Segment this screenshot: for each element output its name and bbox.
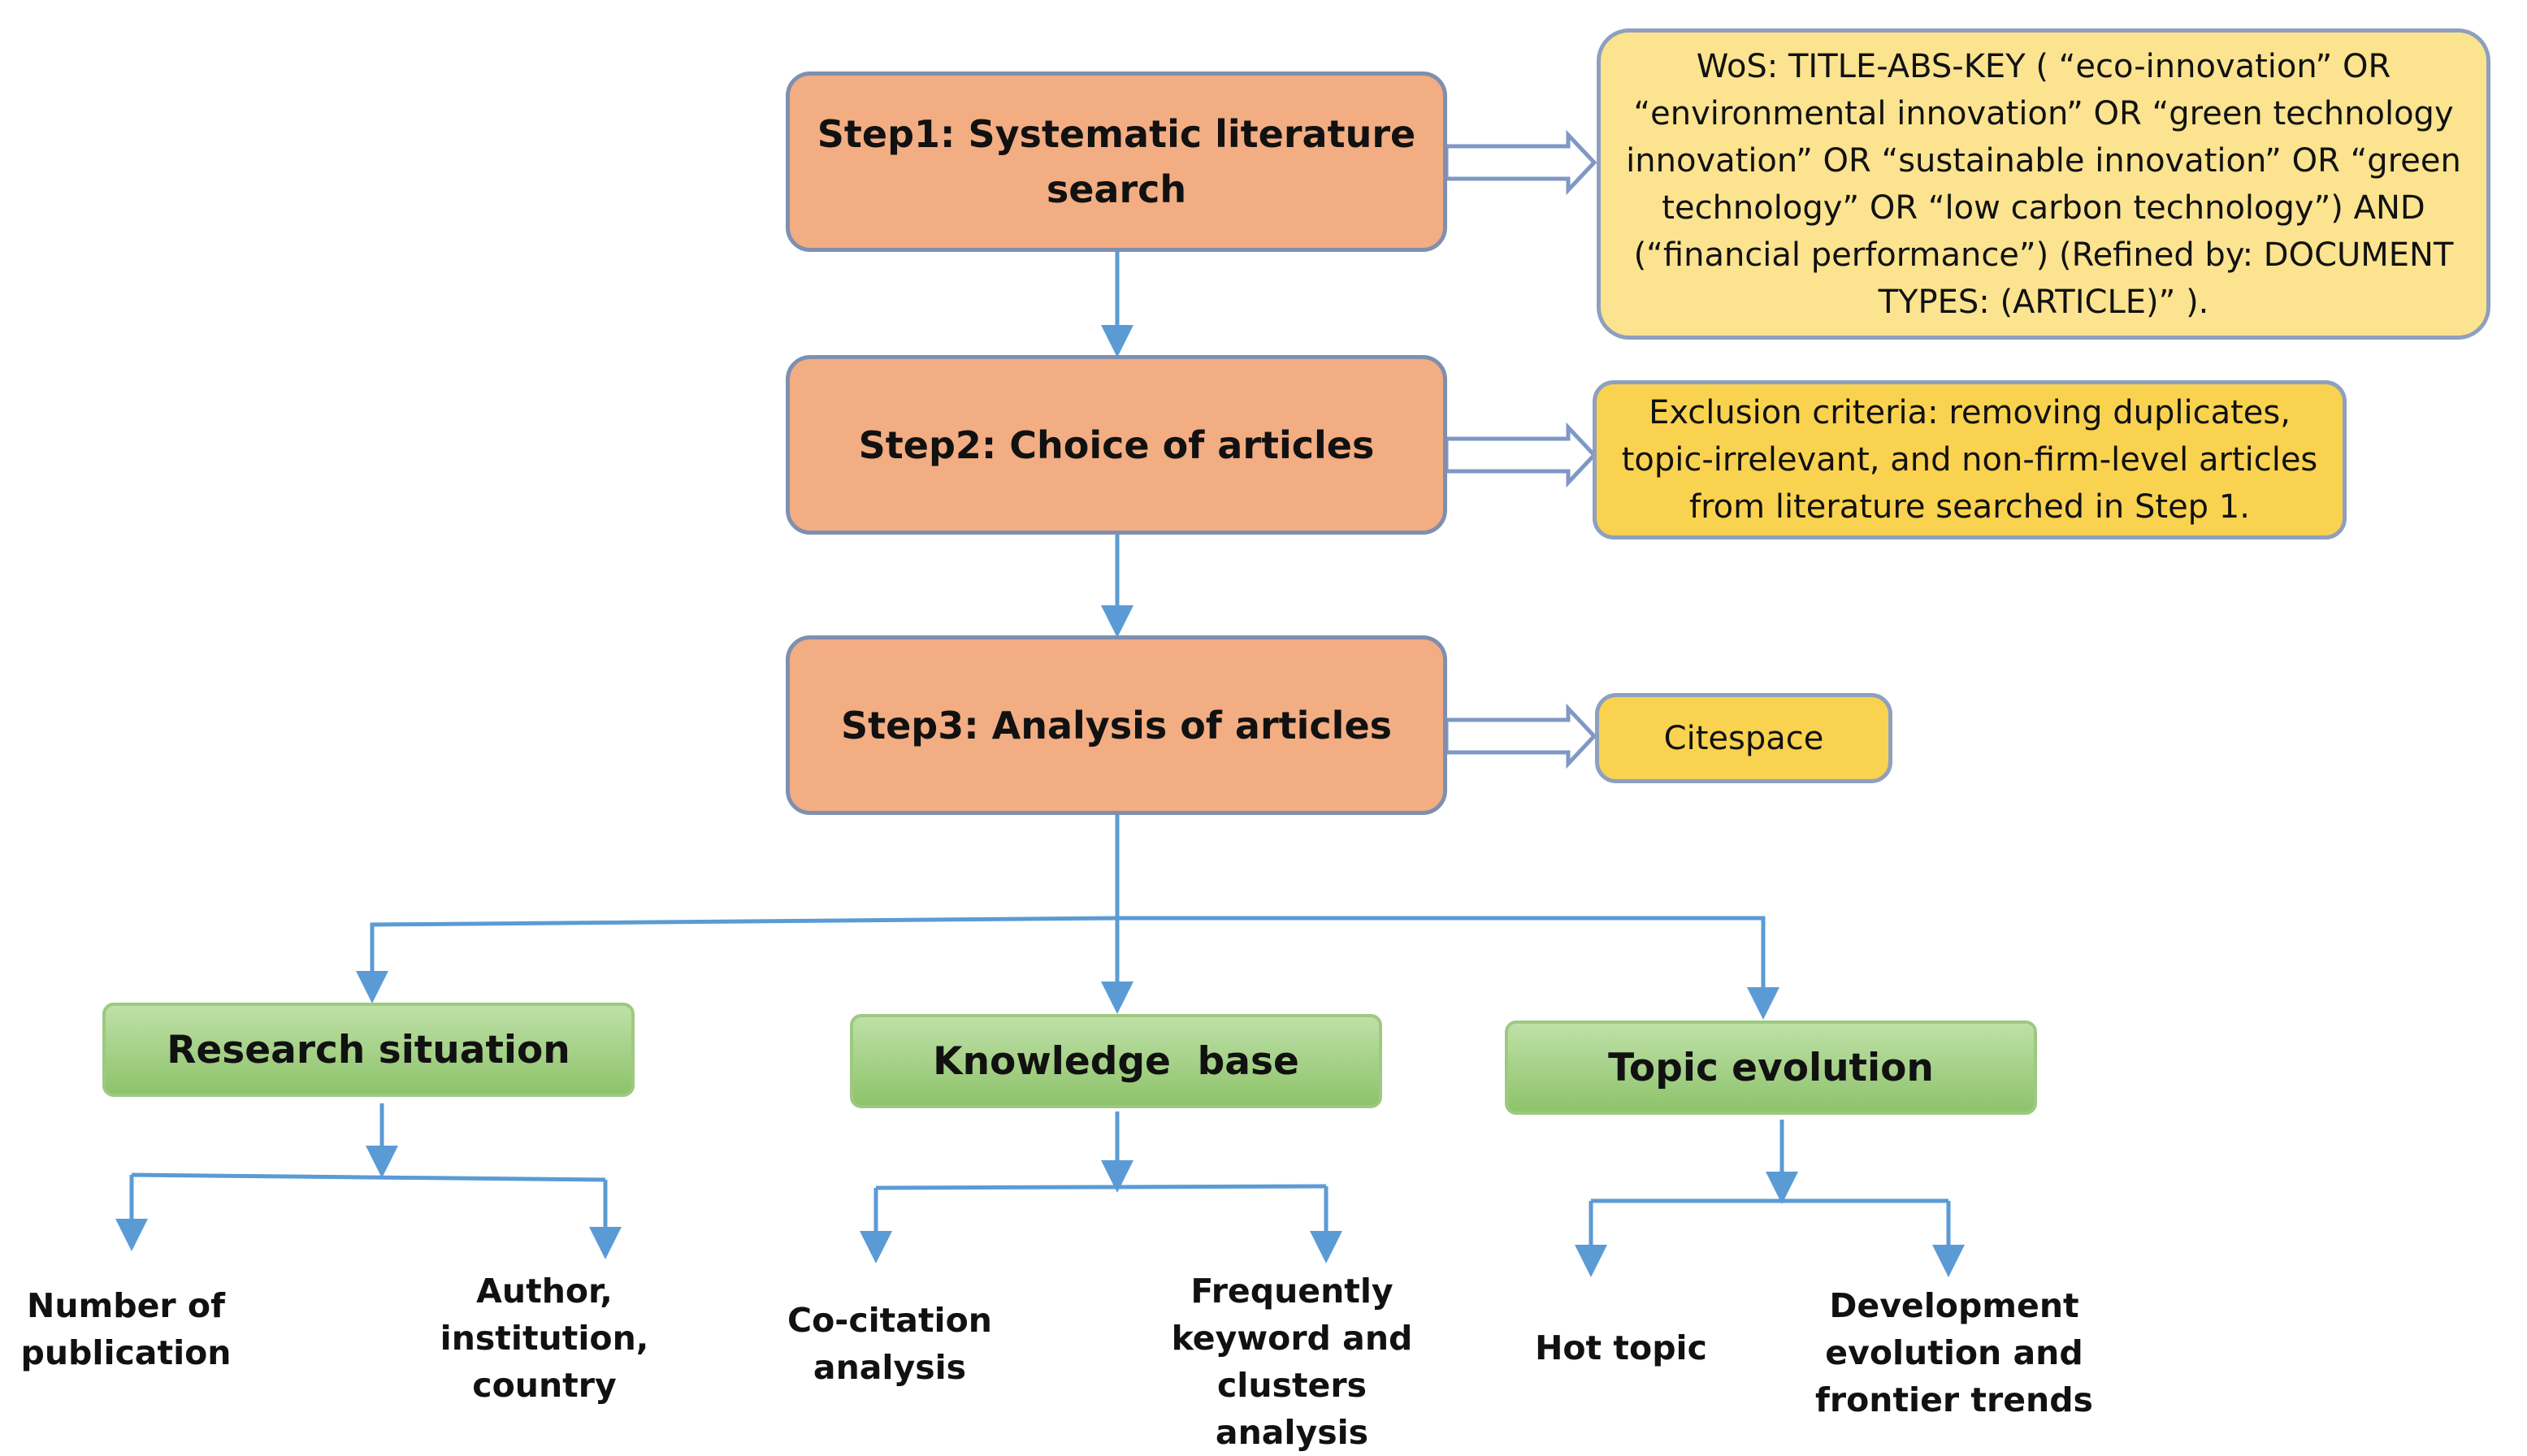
search-query-text: WoS: TITLE-ABS-KEY ( “eco-innovation” OR… xyxy=(1626,47,2461,321)
leaf-hot-topic: Hot topic xyxy=(1535,1328,1707,1367)
research-situation-label: Research situation xyxy=(167,1027,570,1072)
leaf-author-institution-country: Author, institution, country xyxy=(440,1272,649,1405)
exclusion-criteria-box: Exclusion criteria: removing duplicates,… xyxy=(1593,380,2347,540)
leaf-co-citation-analysis: Co-citation analysis xyxy=(787,1301,992,1387)
step2-box: Step2: Choice of articles xyxy=(786,355,1447,535)
step3-box: Step3: Analysis of articles xyxy=(786,635,1447,815)
hollow-arrow-step1-to-query xyxy=(1444,129,1597,196)
hollow-arrow-step2-to-exclusion xyxy=(1444,422,1597,488)
leaf-development-evolution-trends: Development evolution and frontier trend… xyxy=(1815,1286,2093,1419)
research-situation-box: Research situation xyxy=(102,1003,635,1097)
citespace-box: Citespace xyxy=(1595,693,1892,783)
branch-to-research-situation xyxy=(356,916,1118,1003)
exclusion-criteria-text: Exclusion criteria: removing duplicates,… xyxy=(1621,394,2318,526)
hollow-arrow-step3-to-citespace xyxy=(1444,703,1597,769)
leaf-keyword-clusters-analysis: Frequently keyword and clusters analysis xyxy=(1171,1272,1413,1452)
leaf-number-of-publication: Number of publication xyxy=(20,1286,232,1372)
bar-knowledge xyxy=(875,1184,1327,1190)
step2-label: Step2: Choice of articles xyxy=(858,422,1375,467)
knowledge-base-box: Knowledge base xyxy=(850,1014,1382,1108)
branch-to-topic-evolution xyxy=(1117,916,1779,1020)
step3-label: Step3: Analysis of articles xyxy=(840,703,1393,748)
search-query-box: WoS: TITLE-ABS-KEY ( “eco-innovation” OR… xyxy=(1597,28,2490,340)
topic-evolution-box: Topic evolution xyxy=(1505,1020,2037,1115)
bar-research xyxy=(131,1172,606,1182)
step1-label: Step1: Systematic literature search xyxy=(817,112,1416,211)
topic-evolution-label: Topic evolution xyxy=(1608,1045,1934,1090)
citespace-label: Citespace xyxy=(1663,719,1824,757)
step1-box: Step1: Systematic literature search xyxy=(786,72,1447,252)
knowledge-base-label: Knowledge base xyxy=(933,1038,1299,1084)
